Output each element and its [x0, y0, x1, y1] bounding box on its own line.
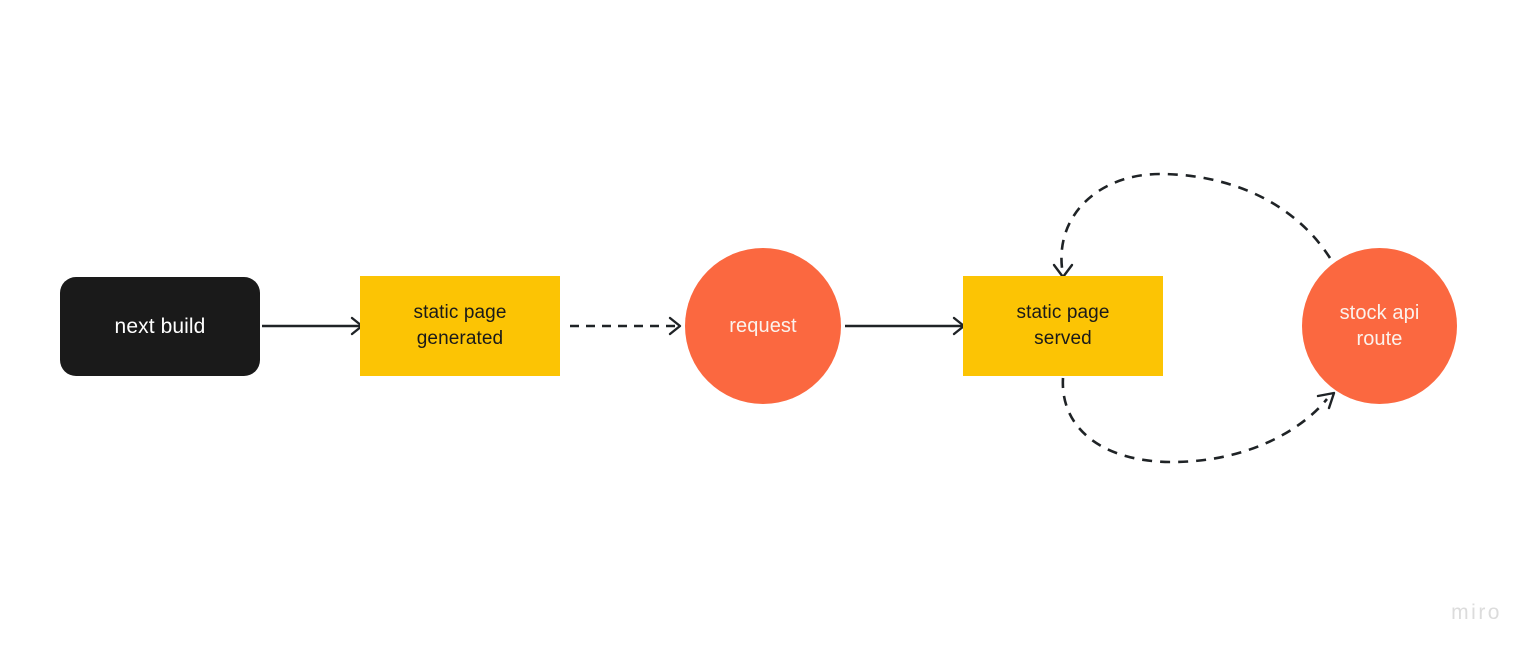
miro-watermark: miro	[1451, 601, 1502, 624]
node-next-build-label: next build	[114, 314, 206, 338]
edge-next-build-to-static-page-generated	[262, 316, 364, 336]
node-request-label: request	[729, 315, 797, 337]
node-stock-api-route[interactable]: stock api route	[1302, 248, 1457, 404]
edge-static-page-served-to-stock-api-route	[1061, 377, 1336, 464]
node-static-page-generated[interactable]: static page generated	[360, 276, 560, 376]
edge-stock-api-route-to-static-page-served	[1052, 172, 1332, 279]
node-static-page-served-label: static page served	[1016, 302, 1110, 349]
node-next-build[interactable]: next build	[60, 277, 260, 376]
edge-request-to-static-page-served	[845, 316, 966, 336]
edge-static-page-generated-to-request	[570, 316, 682, 336]
node-static-page-generated-label: static page generated	[413, 302, 507, 349]
node-static-page-served[interactable]: static page served	[963, 276, 1163, 376]
arrowhead-icon	[1316, 391, 1336, 410]
node-stock-api-route-label: stock api route	[1339, 302, 1420, 350]
arrowhead-icon	[668, 316, 682, 336]
node-request[interactable]: request	[685, 248, 841, 404]
